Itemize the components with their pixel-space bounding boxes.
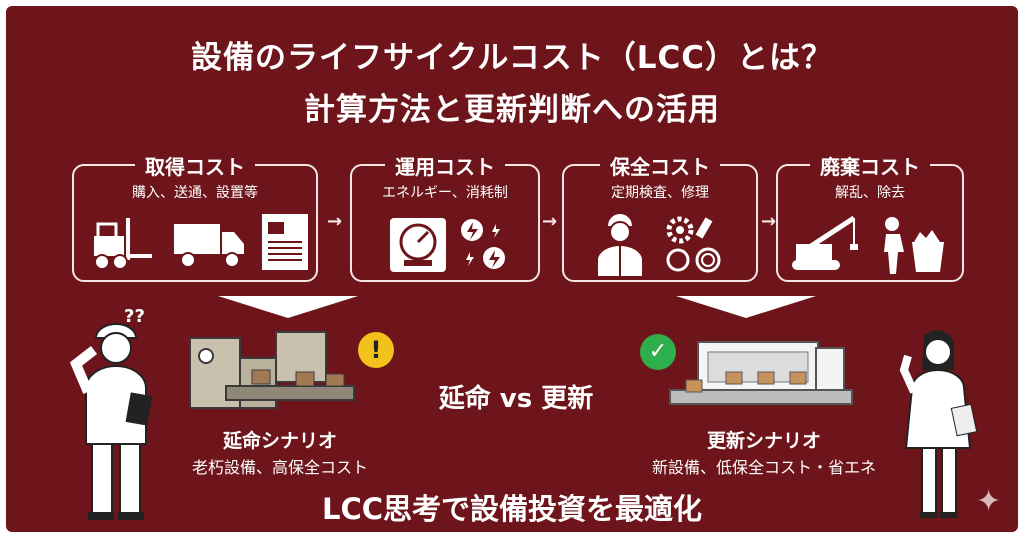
question-marks: ??: [124, 306, 145, 327]
title-line-2: 計算方法と更新判断への活用: [304, 92, 720, 128]
stage-operation: 運用コスト エネルギー、消耗制: [350, 151, 540, 282]
stage-label: 取得コスト: [135, 151, 255, 180]
check-mark: ✓: [648, 339, 668, 364]
stage-acquisition: 取得コスト 購入、送通、設置等: [72, 151, 318, 282]
warning-badge-icon: !: [358, 332, 394, 368]
stage-sub: エネルギー、消耗制: [382, 185, 508, 201]
funnel-arrow-left: [218, 296, 358, 318]
equipment-cabinet-icon: [262, 214, 308, 270]
meter-gauge-icon: [390, 218, 446, 272]
vs-label: 延命 vs 更新: [438, 384, 594, 414]
confused-worker-illustration: [69, 323, 153, 520]
renew-scenario-sub: 新設備、低保全コスト・省エネ: [651, 458, 876, 477]
title-line-1: 設備のライフサイクルコスト（LCC）とは？: [190, 40, 834, 76]
electricity-icon: [461, 219, 505, 269]
stage-label: 廃棄コスト: [810, 151, 930, 180]
new-machine-illustration: [669, 341, 853, 405]
footer-message: LCC思考で設備投資を最適化: [321, 492, 703, 526]
stage-sub: 購入、送通、設置等: [132, 185, 258, 201]
stage-label: 保全コスト: [600, 151, 720, 180]
warning-mark: !: [370, 336, 382, 364]
mechanic-worker-icon: [598, 214, 642, 276]
stage-maintenance: 保全コスト 定期検査、修理: [562, 151, 758, 282]
disposal-worker-icon: [884, 217, 944, 274]
flow-arrow: →: [327, 211, 343, 232]
extend-scenario-sub: 老朽設備、高保全コスト: [191, 458, 368, 477]
stage-label: 運用コスト: [385, 151, 505, 180]
forklift-icon: [94, 218, 152, 270]
crane-vehicle-icon: [792, 215, 858, 270]
old-machine-illustration: [189, 331, 355, 409]
stage-sub: 定期検査、修理: [611, 185, 709, 201]
renew-scenario-title: 更新シナリオ: [706, 430, 821, 452]
gear-parts-icon: [666, 216, 721, 273]
flow-arrow: →: [542, 211, 558, 232]
checkmark-badge-icon: ✓: [640, 334, 676, 370]
businesswoman-illustration: [899, 330, 978, 518]
stage-disposal: 廃棄コスト 解乱、除去: [776, 151, 964, 282]
stage-sub: 解乱、除去: [835, 185, 905, 201]
extend-scenario-title: 延命シナリオ: [222, 430, 337, 452]
truck-icon: [174, 224, 244, 268]
infographic-frame: 設備のライフサイクルコスト（LCC）とは？ 計算方法と更新判断への活用 取得コス…: [6, 6, 1018, 532]
sparkle-icon: ✦: [976, 484, 1002, 519]
flow-arrow: →: [761, 211, 777, 232]
funnel-arrow-right: [676, 296, 816, 318]
